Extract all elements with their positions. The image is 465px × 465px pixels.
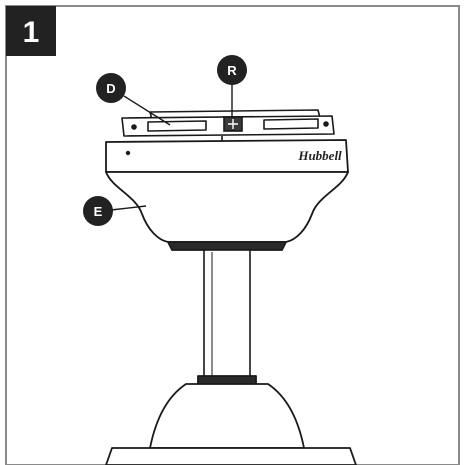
callout-r: R (217, 55, 247, 118)
callout-r-label: R (227, 63, 237, 78)
bracket-hole (132, 125, 136, 129)
downrod (204, 250, 250, 378)
motor-cap (150, 384, 304, 448)
downrod-tube (204, 250, 250, 378)
coupler-band (198, 376, 256, 384)
canopy-collar (168, 242, 286, 250)
motor-housing (106, 376, 356, 465)
bracket-hole-right (324, 122, 328, 126)
brand-mark: Hubbell (297, 148, 342, 163)
step-number: 1 (23, 16, 40, 49)
callout-d-label: D (106, 81, 115, 96)
step-badge: 1 (6, 6, 56, 56)
motor-body (106, 448, 356, 465)
canopy-screw-hole (126, 151, 130, 155)
callout-e-label: E (94, 204, 103, 219)
